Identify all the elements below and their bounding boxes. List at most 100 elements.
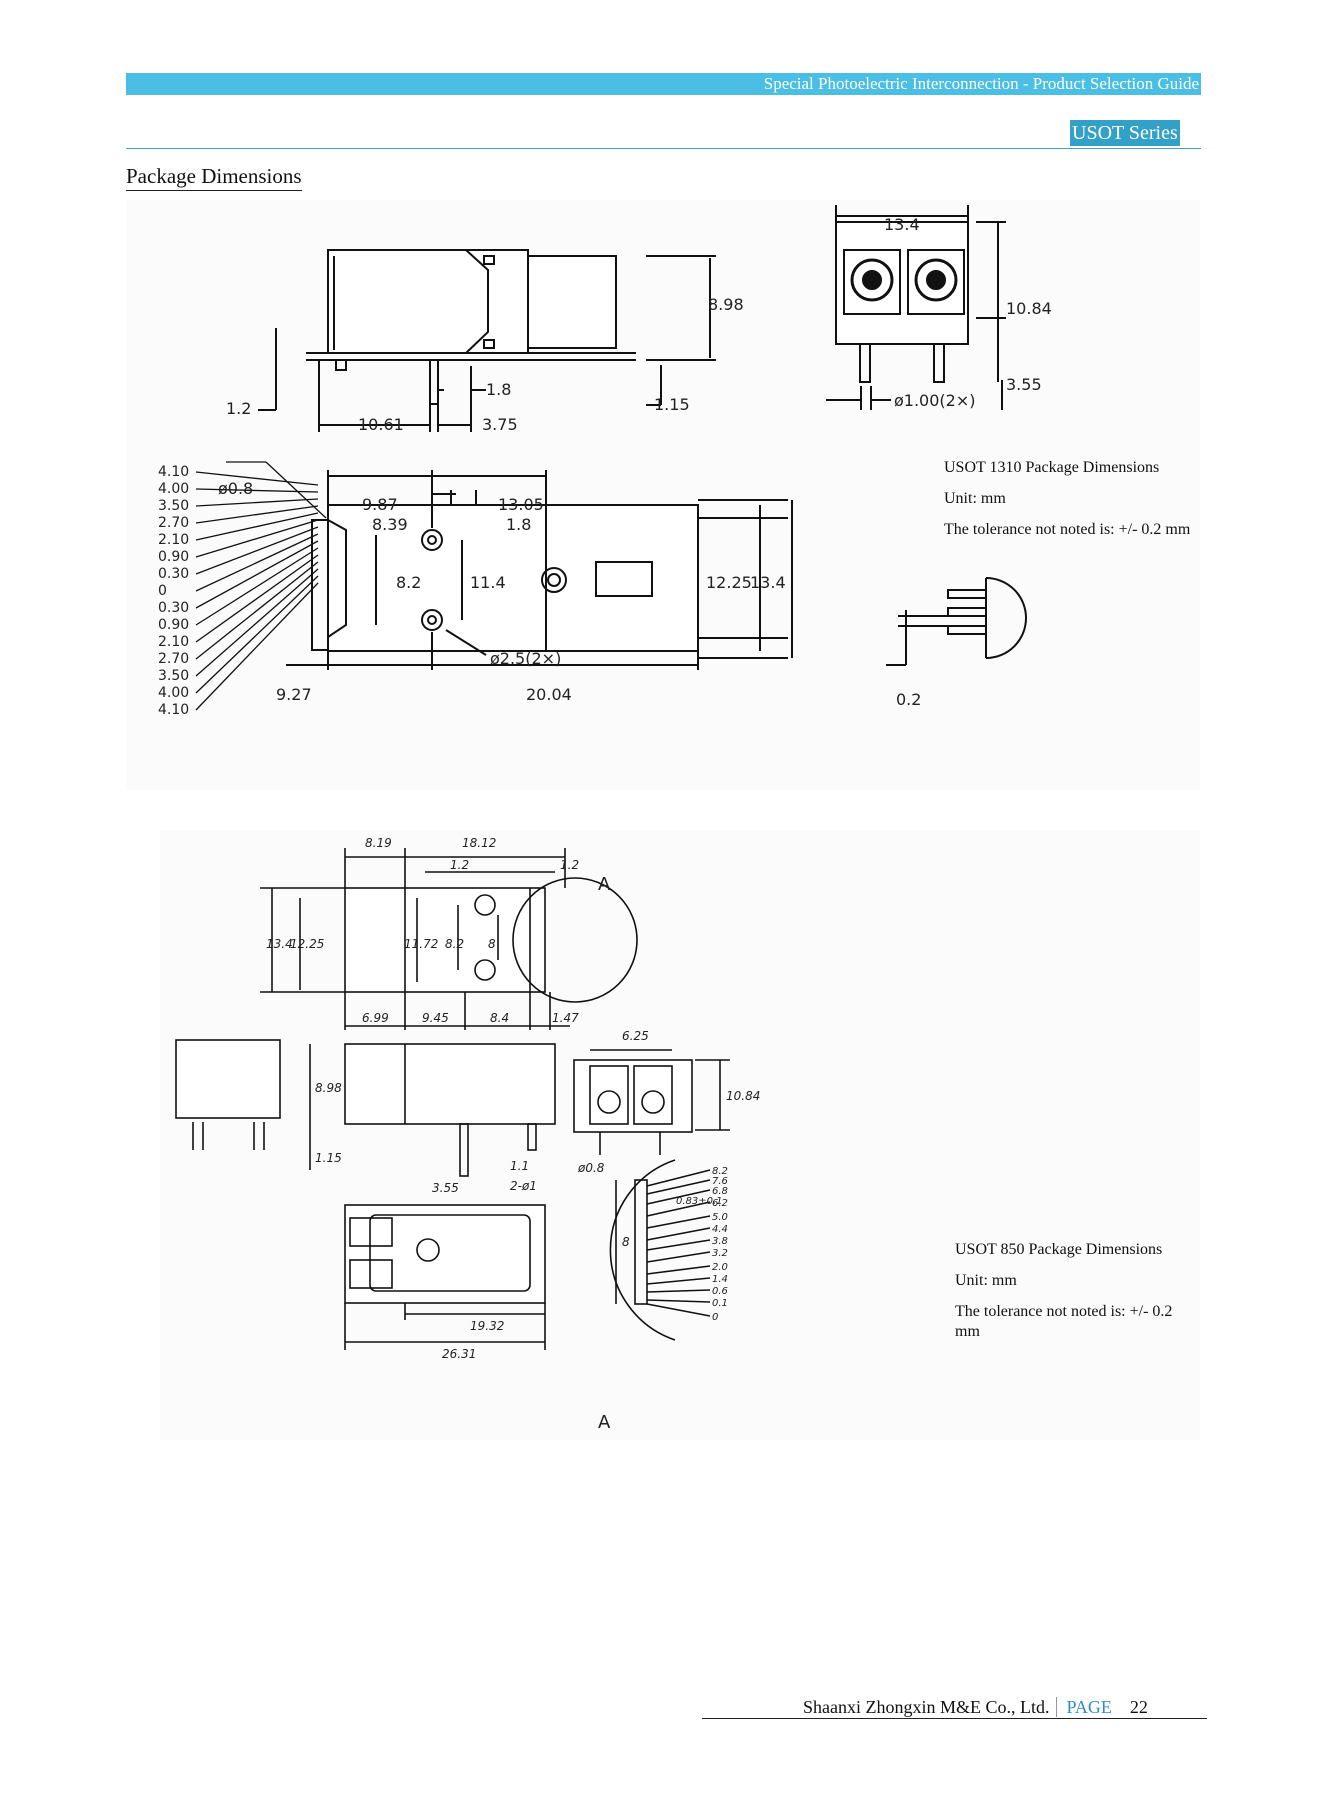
pin-offset: 0.30 xyxy=(158,566,189,582)
dim-2004: 20.04 xyxy=(526,685,572,704)
footer-page-number: 22 xyxy=(1129,1697,1148,1717)
pin-offset: 2.10 xyxy=(158,634,189,650)
dim-850-1225: 12.25 xyxy=(290,937,324,951)
pin-offset: 5.0 xyxy=(712,1212,728,1223)
dim-083: 0.83±0.1 xyxy=(676,1196,723,1207)
usot1310-caption-title: USOT 1310 Package Dimensions xyxy=(944,459,1160,476)
dim-18: 1.8 xyxy=(486,380,511,399)
header-bar: Special Photoelectric Interconnection - … xyxy=(126,73,1201,95)
dim-front-pin: ø1.00(2×) xyxy=(894,391,975,410)
pin-offset: 2.0 xyxy=(712,1262,728,1273)
pin-offset: 0.90 xyxy=(158,549,189,565)
dim-355: 3.55 xyxy=(1006,375,1042,394)
pin-offset: 6.2 xyxy=(712,1198,728,1209)
footer-company: Shaanxi Zhongxin M&E Co., Ltd. xyxy=(803,1697,1050,1717)
pin-offset: 2.70 xyxy=(158,515,189,531)
dim-898: 8.98 xyxy=(708,295,744,314)
usot1310-pin-detail xyxy=(886,577,1027,666)
pin-offset: 0.30 xyxy=(158,600,189,616)
usot1310-caption: USOT 1310 Package Dimensions Unit: mm Th… xyxy=(944,458,1190,540)
usot850-side-views xyxy=(175,1039,730,1177)
dim-625: 6.25 xyxy=(622,1029,649,1043)
pin-offset: 4.00 xyxy=(158,685,189,701)
dim-850-08: ø0.8 xyxy=(577,1161,605,1175)
dim-12a: 1.2 xyxy=(450,858,469,872)
pin-offset: 7.6 xyxy=(712,1176,728,1187)
dim-84: 8.4 xyxy=(490,1011,509,1025)
dim-1305: 13.05 xyxy=(498,495,544,514)
header-rule xyxy=(126,148,1201,149)
dim-02: 0.2 xyxy=(896,690,921,709)
pin-offset: 3.50 xyxy=(158,498,189,514)
dim-987: 9.87 xyxy=(362,495,398,514)
dim-819: 8.19 xyxy=(365,836,392,850)
usot1310-drawing: 8.98 1.2 1.8 1.15 10.61 3.75 13.4 10.84 … xyxy=(126,200,1200,790)
footer-page-label: PAGE xyxy=(1066,1697,1112,1717)
pin-offset: 6.8 xyxy=(712,1186,728,1197)
dim-2631: 26.31 xyxy=(442,1347,476,1361)
pin-offset: 0.1 xyxy=(712,1298,728,1309)
dim-1172: 11.72 xyxy=(404,937,438,951)
usot850-caption: USOT 850 Package Dimensions Unit: mm The… xyxy=(955,1240,1200,1342)
dim-927: 9.27 xyxy=(276,685,312,704)
pin-offset: 1.4 xyxy=(712,1274,728,1285)
usot850-tolerance: The tolerance not noted is: +/- 0.2 mm xyxy=(955,1303,1173,1340)
dim-pin-08: ø0.8 xyxy=(218,479,253,498)
dim-1061: 10.61 xyxy=(358,415,404,434)
pin-offset: 4.4 xyxy=(712,1224,728,1235)
section-title: Package Dimensions xyxy=(126,163,302,191)
usot1310-top-view xyxy=(195,461,793,711)
dim-1225: 12.25 xyxy=(706,573,752,592)
dim-850-115: 1.15 xyxy=(315,1151,342,1165)
dim-82: 8.2 xyxy=(396,573,421,592)
usot1310-tolerance: The tolerance not noted is: +/- 0.2 mm xyxy=(944,521,1191,538)
dim-850-8: 8 xyxy=(488,937,496,951)
pin-offset: 0.6 xyxy=(712,1286,728,1297)
pin-offset: 4.00 xyxy=(158,481,189,497)
dim-945: 9.45 xyxy=(422,1011,449,1025)
pin-offset: 3.2 xyxy=(712,1248,728,1259)
usot1310-unit: Unit: mm xyxy=(944,490,1006,507)
dim-1812: 18.12 xyxy=(462,836,496,850)
pin-offset: 0 xyxy=(712,1312,718,1323)
dim-147: 1.47 xyxy=(552,1011,579,1025)
footer-separator xyxy=(1055,1697,1057,1717)
footer-rule xyxy=(702,1718,1207,1719)
dim-114: 11.4 xyxy=(470,573,506,592)
dim-1932: 19.32 xyxy=(470,1319,504,1333)
dim-top-134: 13.4 xyxy=(750,573,786,592)
pin-offset: 0.90 xyxy=(158,617,189,633)
pin-offset: 0 xyxy=(158,583,167,599)
dim-front-134: 13.4 xyxy=(884,215,920,234)
dim-top-18: 1.8 xyxy=(506,515,531,534)
label-a-top: A xyxy=(598,874,611,895)
dim-699: 6.99 xyxy=(362,1011,389,1025)
dim-850-11: 1.1 xyxy=(510,1159,529,1173)
dim-850-pins: 2-ø1 xyxy=(510,1179,537,1193)
series-tag: USOT Series xyxy=(1070,120,1180,146)
usot1310-side-view xyxy=(258,249,716,432)
label-a-bottom: A xyxy=(598,1412,611,1433)
usot1310-front-view xyxy=(826,205,1006,410)
dim-850-355: 3.55 xyxy=(432,1181,459,1195)
usot850-drawing: 8.19 18.12 1.2 1.2 A 13.4 12.25 11.72 8.… xyxy=(160,830,1200,1440)
dim-850-898: 8.98 xyxy=(315,1081,342,1095)
pin-offset: 3.8 xyxy=(712,1236,728,1247)
dim-1084: 10.84 xyxy=(1006,299,1052,318)
dim-115: 1.15 xyxy=(654,395,690,414)
usot850-unit: Unit: mm xyxy=(955,1272,1017,1289)
dim-hole: ø2.5(2×) xyxy=(490,649,561,668)
dim-12: 1.2 xyxy=(226,399,251,418)
dim-850-1084: 10.84 xyxy=(726,1089,760,1103)
dim-375: 3.75 xyxy=(482,415,518,434)
dim-850-134: 13.4 xyxy=(266,937,293,951)
pin-offset: 2.10 xyxy=(158,532,189,548)
pin-offset: 8.2 xyxy=(712,1166,728,1177)
dim-850-detail-8: 8 xyxy=(622,1235,630,1249)
pin-offset: 4.10 xyxy=(158,464,189,480)
usot850-caption-title: USOT 850 Package Dimensions xyxy=(955,1241,1163,1258)
pin-offset: 4.10 xyxy=(158,702,189,718)
usot850-bottom-view xyxy=(344,1159,711,1350)
pin-offset: 3.50 xyxy=(158,668,189,684)
dim-850-82: 8.2 xyxy=(445,937,464,951)
